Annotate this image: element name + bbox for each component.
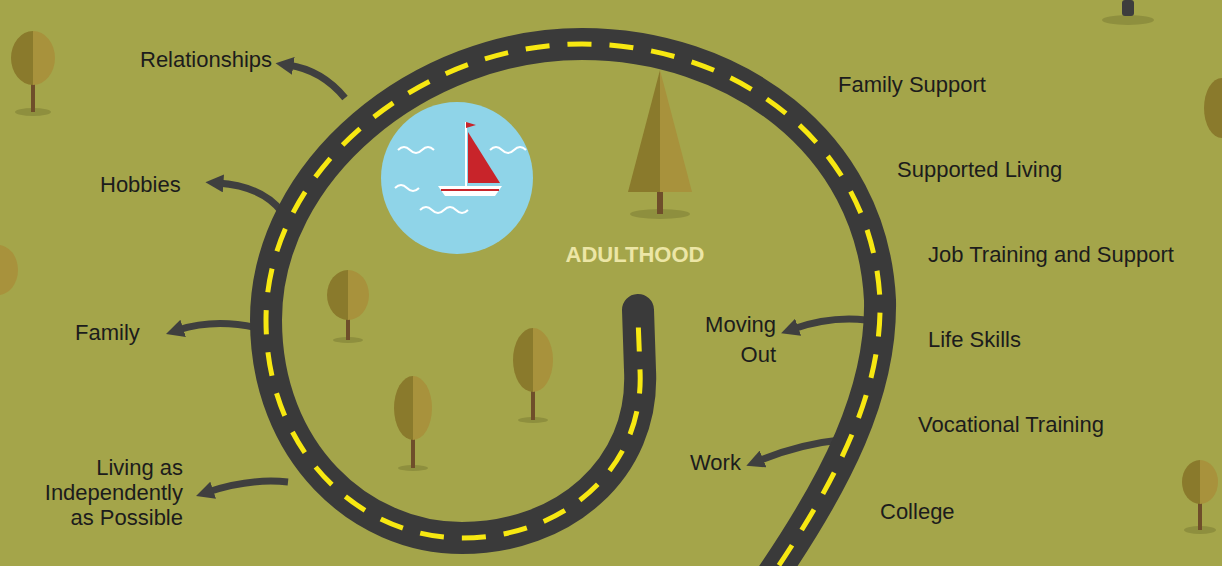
pine-crown [660,70,692,192]
route-label: Life Skills [928,327,1168,352]
branch-arrow [793,319,866,329]
tree-crown [1200,460,1218,504]
route-label: Living as Independently as Possible [18,455,183,530]
mast [465,122,467,188]
sail [468,132,500,183]
tree-crown [0,245,18,295]
center-label: ADULTHOOD [535,242,735,267]
route-label: Moving Out [676,310,776,370]
lake [381,102,533,254]
wave [395,185,419,191]
route-label: Family [75,320,175,345]
tree-crown [33,31,55,85]
object-base [1122,0,1134,16]
route-label: Supported Living [897,157,1137,182]
tree-crown [513,328,533,392]
road-center-line [266,44,880,566]
route-label: Relationships [140,47,310,72]
route-label: Hobbies [100,172,210,197]
branch-arrow [178,323,258,330]
pine-crown [628,70,660,192]
lake-circle [381,102,533,254]
branch-arrow [218,183,282,212]
branch-arrow [208,481,288,492]
route-label: Job Training and Support [928,242,1220,267]
wave [420,207,468,213]
tree-crown [348,270,369,320]
tree-crown [413,376,432,440]
hull [438,186,502,196]
tree-crown [394,376,413,440]
route-label: Vocational Training [918,412,1178,437]
hull-stripe [441,189,499,191]
road [266,44,880,566]
tree-crown [1204,78,1222,138]
object-shadow [1102,15,1154,25]
tree-crown [327,270,348,320]
wave [490,147,526,153]
tree-trunk [657,190,663,214]
route-label: Family Support [838,72,1078,97]
tree-crown [533,328,553,392]
wave [398,147,434,153]
tree-crown [11,31,33,85]
route-label: Work [690,450,760,475]
spiral-road [266,44,880,566]
flag [466,122,476,128]
route-label: College [880,499,1120,524]
branch-arrow [288,65,345,98]
tree-crown [1182,460,1200,504]
